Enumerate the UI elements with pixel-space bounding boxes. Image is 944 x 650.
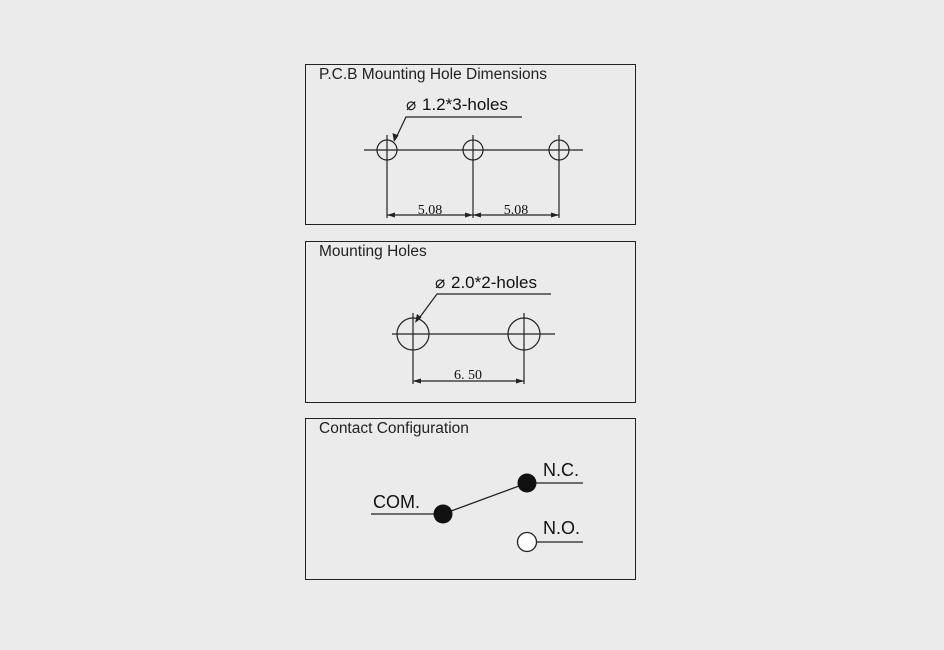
mounting-hole-label: 2.0*2-holes [451,273,537,292]
mounting-leader [416,293,551,322]
pcb-hole-panel: P.C.B Mounting Hole Dimensions [305,64,636,225]
com-label: COM. [373,492,420,512]
contact-panel-title: Contact Configuration [319,420,469,437]
pcb-spacing-2: 5.08 [504,203,529,218]
mounting-hole-drawing: ⌀ 2.0*2-holes 6. 50 [392,273,555,384]
pcb-spacing-1: 5.08 [418,203,443,218]
no-label: N.O. [543,518,580,538]
mounting-panel-title: Mounting Holes [319,243,427,260]
pcb-hole-label: 1.2*3-holes [422,95,508,114]
contact-schematic: COM. N.C. N.O. [371,460,583,553]
com-terminal [433,504,453,524]
mounting-hole-panel: Mounting Holes ⌀ 2.0*2-holes 6. 50 [305,241,636,403]
mounting-diameter-symbol: ⌀ [435,273,445,292]
pcb-panel-title: P.C.B Mounting Hole Dimensions [319,66,548,83]
nc-label: N.C. [543,460,579,480]
contact-config-panel: Contact Configuration COM. N.C. N.O. [305,418,636,580]
nc-terminal [517,473,537,493]
pcb-diameter-symbol: ⌀ [406,95,416,114]
pcb-leader [394,116,522,141]
pcb-hole-drawing: ⌀ 1.2*3-holes 5.08 5.08 [364,95,583,218]
switch-arm [442,482,528,515]
mounting-spacing: 6. 50 [454,368,482,383]
no-terminal [516,531,538,553]
